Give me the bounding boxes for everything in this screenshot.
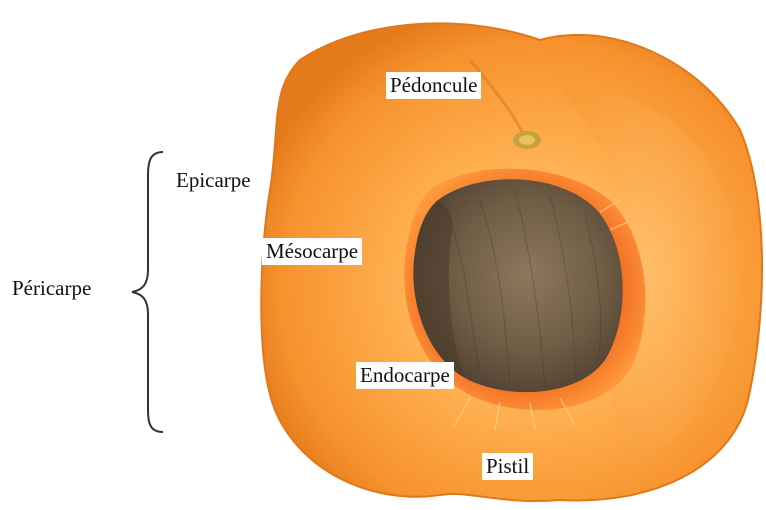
pericarp-brace [132,152,163,432]
label-pericarp: Péricarpe [12,276,91,300]
label-peduncle: Pédoncule [386,72,481,99]
label-mesocarp: Mésocarpe [262,238,362,265]
label-epicarp: Epicarpe [176,168,251,192]
label-pistil: Pistil [482,453,533,480]
label-endocarp: Endocarpe [356,362,454,389]
